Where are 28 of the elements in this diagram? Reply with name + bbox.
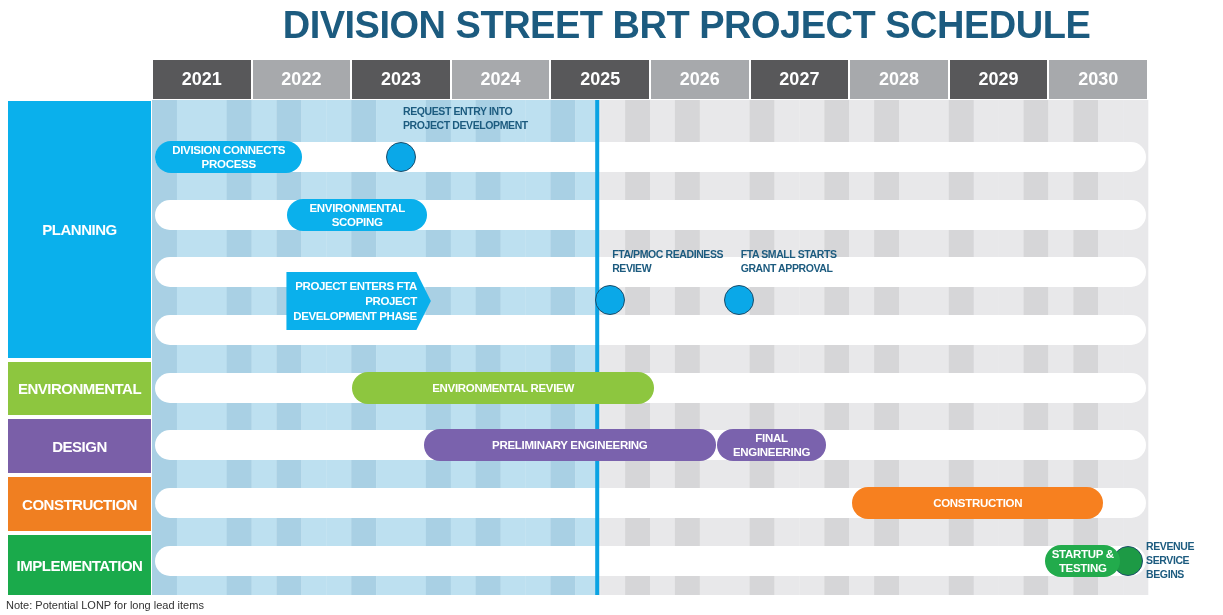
milestone-label: REVENUE SERVICE BEGINS [1146,539,1196,581]
task-bar: ENVIRONMENTAL REVIEW [352,372,654,404]
year-header: 2025 [551,60,649,99]
phase-band: IMPLEMENTATION [8,535,151,595]
task-bar: PRELIMINARY ENGINEERING [423,429,716,461]
year-header: 2022 [252,60,351,99]
chart-title: DIVISION STREET BRT PROJECT SCHEDULE [281,4,1092,47]
milestone-label: FTA/PMOC READINESS REVIEW [612,247,725,275]
milestone-label: FTA SMALL STARTS GRANT APPROVAL [740,247,838,275]
phase-flag: PROJECT ENTERS FTA PROJECT DEVELOPMENT PHASE [286,272,431,330]
task-bar: FINAL ENGINEERING [716,429,827,461]
phase-band: ENVIRONMENTAL [8,362,151,415]
year-header: 2026 [651,60,749,99]
phase-band: PLANNING [8,101,151,358]
year-header: 2028 [850,60,948,99]
year-header: 2023 [352,60,450,99]
task-bar: CONSTRUCTION [852,487,1104,519]
year-header: 2024 [451,60,550,99]
year-header: 2030 [1049,60,1147,99]
year-header: 2029 [949,60,1048,99]
year-header: 2021 [153,60,251,99]
milestone-label: REQUEST ENTRY INTO PROJECT DEVELOPMENT [403,104,528,132]
task-bar: STARTUP & TESTING [1045,545,1121,577]
task-bar: ENVIRONMENTAL SCOPING [287,199,427,231]
phase-band: CONSTRUCTION [8,477,151,531]
task-bar: DIVISION CONNECTS PROCESS [155,141,303,173]
year-header: 2027 [750,60,849,99]
phase-band: DESIGN [8,419,151,473]
